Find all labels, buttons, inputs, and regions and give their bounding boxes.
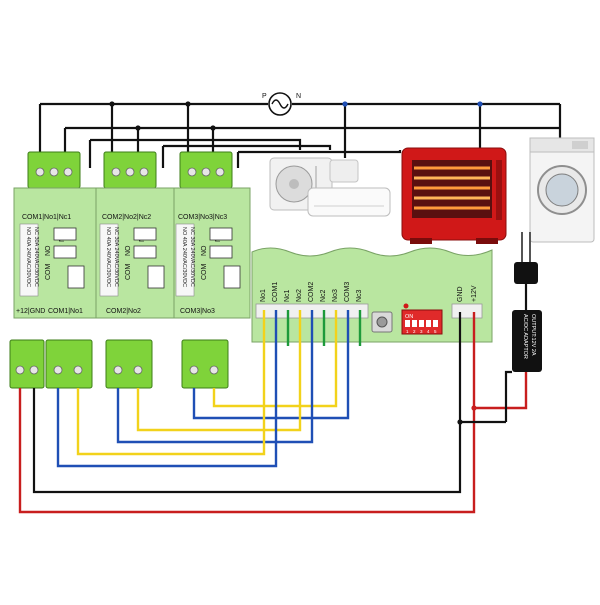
junction-dot <box>135 125 141 131</box>
screw-icon <box>63 167 73 177</box>
relay-module-2: COM2|No2|Nc2 NO 40A 240VAC/30VDC NC 30A … <box>95 151 175 389</box>
screw-icon <box>125 167 135 177</box>
relay-spec-line1: NO 40A 240VAC/30VDC <box>181 227 187 287</box>
dip-number: 1 <box>406 329 409 334</box>
pin-label: Nc1 <box>284 289 291 302</box>
screw-icon <box>189 365 199 375</box>
junction-dot <box>210 125 216 131</box>
screw-icon <box>49 167 59 177</box>
relay-bottom-label: COM1|No1 <box>48 308 83 315</box>
junction-dot <box>477 101 483 107</box>
terminal-block <box>9 339 45 389</box>
relay-bottom-label: COM3|No3 <box>180 308 215 315</box>
screw-icon <box>35 167 45 177</box>
pin-label: GND <box>457 286 464 302</box>
relay-com-label: COM <box>45 264 52 281</box>
dip-number: 3 <box>420 329 423 334</box>
screw-icon <box>187 167 197 177</box>
pin-label: Nc3 <box>356 289 363 302</box>
terminal-block <box>181 339 229 389</box>
washing-machine-image <box>529 137 595 243</box>
air-conditioner-image <box>269 157 391 217</box>
junction-dot <box>342 101 348 107</box>
screw-icon <box>133 365 143 375</box>
adaptor-label-line2: OUTPUT:12V 2A <box>530 314 536 356</box>
screw-icon <box>111 167 121 177</box>
led-indicator-icon <box>403 303 409 309</box>
relay-no-label: NO <box>45 245 52 256</box>
pin-label: No2 <box>296 289 303 302</box>
relay-module-3: COM3|No3|Nc3 NO 40A 240VAC/30VDC NC 30A … <box>173 151 251 389</box>
screw-icon <box>201 167 211 177</box>
pin-label: Nc2 <box>320 289 327 302</box>
power-terminal-strip <box>451 303 483 319</box>
relay-bottom-label: COM2|No2 <box>106 308 141 315</box>
screw-icon <box>215 167 225 177</box>
mains-wires <box>38 101 562 168</box>
relay-top-label: COM1|No1|Nc1 <box>22 214 71 221</box>
dip-number: 5 <box>434 329 437 334</box>
relay-no-label: NO <box>201 245 208 256</box>
pin-label: No1 <box>260 289 267 302</box>
terminal-block <box>105 339 153 389</box>
pin-label: COM2 <box>308 282 315 302</box>
pin-label: COM3 <box>344 282 351 302</box>
dip-number: 2 <box>413 329 416 334</box>
screw-icon <box>53 365 63 375</box>
screw-icon <box>209 365 219 375</box>
ac-dc-adaptor: AC/DC ADAPTOR OUTPUT:12V 2A <box>504 232 542 422</box>
relay-spec-line2: NC 30A 240VAC/30VDC <box>113 227 119 287</box>
relay-top-label: COM3|No3|Nc3 <box>178 214 227 221</box>
screw-icon <box>15 365 25 375</box>
relay-com-label: COM <box>125 264 132 281</box>
relay-spec-line1: NO 40A 240VAC/30VDC <box>25 227 31 287</box>
relay-module-1: COM1|No1|Nc1 NO 40A 240VAC/30VDC NC 30A … <box>9 151 97 389</box>
terminal-block <box>45 339 93 389</box>
dip-number: 4 <box>427 329 430 334</box>
relay-power-label: +12|GND <box>16 308 45 315</box>
screw-icon <box>113 365 123 375</box>
junction-dot <box>471 405 477 411</box>
relay-spec-line1: NO 40A 240VAC/30VDC <box>105 227 111 287</box>
source-p-label: P <box>262 93 267 100</box>
screw-icon <box>29 365 39 375</box>
plug-icon <box>514 262 538 284</box>
ac-source-symbol: P N <box>262 92 301 116</box>
pin-label: +12V <box>471 285 478 302</box>
relay-top-label: COM2|No2|Nc2 <box>102 214 151 221</box>
relay-spec-line2: NC 30A 240VAC/30VDC <box>33 227 39 287</box>
junction-dot <box>185 101 191 107</box>
screw-icon <box>73 365 83 375</box>
power-wires <box>18 312 528 514</box>
adaptor-label-line1: AC/DC ADAPTOR <box>522 314 528 359</box>
relay-com-label: COM <box>201 264 208 281</box>
pin-label: No3 <box>332 289 339 302</box>
junction-dot <box>109 101 115 107</box>
control-wires <box>56 310 362 468</box>
button-cap-icon <box>376 316 388 328</box>
dip-on-label: ON <box>405 314 413 320</box>
adaptor-body <box>512 310 542 372</box>
controller-pin-labels: No1 COM1 Nc1 No2 COM2 Nc2 No3 COM3 Nc3 G… <box>260 282 478 302</box>
relay-spec-line2: NC 30A 240VAC/30VDC <box>189 227 195 287</box>
screw-icon <box>139 167 149 177</box>
relay-no-label: NO <box>125 245 132 256</box>
junction-dot <box>457 419 463 425</box>
heater-image <box>401 147 507 244</box>
pin-label: COM1 <box>272 282 279 302</box>
source-n-label: N <box>296 93 301 100</box>
